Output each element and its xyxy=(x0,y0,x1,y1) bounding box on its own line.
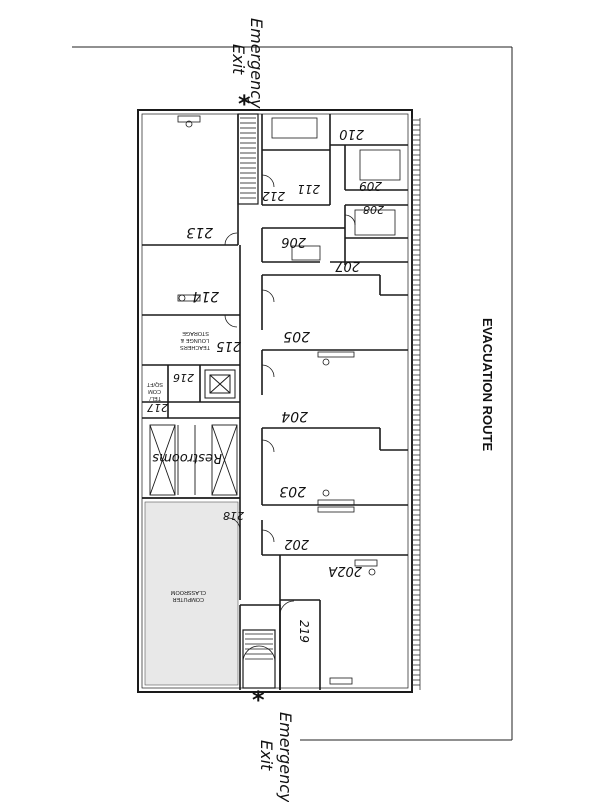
printed-room-labels: TEACHERS LOUNGE & STORAGE TEL/ COM SQ/FT… xyxy=(146,330,210,602)
restroom-shafts xyxy=(149,424,238,496)
room-label-209: 209 xyxy=(359,179,382,193)
computer-classroom-area xyxy=(144,501,239,686)
room-label-207: 207 xyxy=(334,258,360,273)
computer-classroom-line2: CLASSROOM xyxy=(170,589,206,595)
room-label-210: 210 xyxy=(339,126,364,141)
room-label-213: 213 xyxy=(186,224,213,240)
emergency-exit-bottom-line1: Emergency xyxy=(276,712,295,802)
room-label-208: 208 xyxy=(363,203,384,216)
room-label-216: 216 xyxy=(173,371,194,384)
interior-walls xyxy=(142,114,408,690)
computer-classroom-line1: COMPUTER xyxy=(173,596,205,602)
room-label-217: 217 xyxy=(147,401,168,414)
room-label-214: 214 xyxy=(192,288,219,304)
exit-marker-top: * xyxy=(238,90,251,118)
teachers-lounge-line2: LOUNGE & xyxy=(180,337,209,343)
room-label-203: 203 xyxy=(279,483,306,499)
emergency-exit-top-line1: Emergency xyxy=(247,18,266,109)
teachers-lounge-line3: STORAGE xyxy=(182,330,209,336)
room-label-211: 211 xyxy=(297,182,320,196)
stairs-bottom xyxy=(242,629,276,689)
tel-com-line2: COM xyxy=(148,388,161,394)
evacuation-route-label: EVACUATION ROUTE xyxy=(480,318,495,451)
site-border xyxy=(72,46,513,741)
stairs-top xyxy=(237,113,259,205)
tel-com-line1: TEL/ xyxy=(149,395,161,401)
room-label-restrooms: Restrooms xyxy=(152,450,222,465)
room-label-205: 205 xyxy=(283,328,310,344)
room-label-219: 219 xyxy=(297,620,311,643)
elevator xyxy=(204,369,236,399)
fixtures xyxy=(177,115,401,685)
emergency-exit-top: Emergency Exit * xyxy=(229,18,266,118)
exit-marker-bottom: * xyxy=(252,686,265,714)
room-label-215: 215 xyxy=(216,338,241,353)
door-swings xyxy=(224,174,356,616)
exterior-railing xyxy=(411,118,421,690)
emergency-exit-top-line2: Exit xyxy=(229,44,248,75)
teachers-lounge-line1: TEACHERS xyxy=(180,344,210,350)
tel-com-line3: SQ/FT xyxy=(146,381,163,387)
room-label-212: 212 xyxy=(262,189,285,203)
room-label-202: 202 xyxy=(284,536,309,551)
room-label-204: 204 xyxy=(281,408,308,424)
room-label-218: 218 xyxy=(223,509,244,522)
room-label-206: 206 xyxy=(281,234,306,249)
emergency-exit-bottom: Emergency Exit * xyxy=(252,686,295,802)
emergency-exit-bottom-line2: Exit xyxy=(257,740,276,771)
room-label-202a: 202A xyxy=(328,563,362,578)
room-labels: 213 214 215 216 217 218 219 202 202A 203… xyxy=(147,126,384,643)
